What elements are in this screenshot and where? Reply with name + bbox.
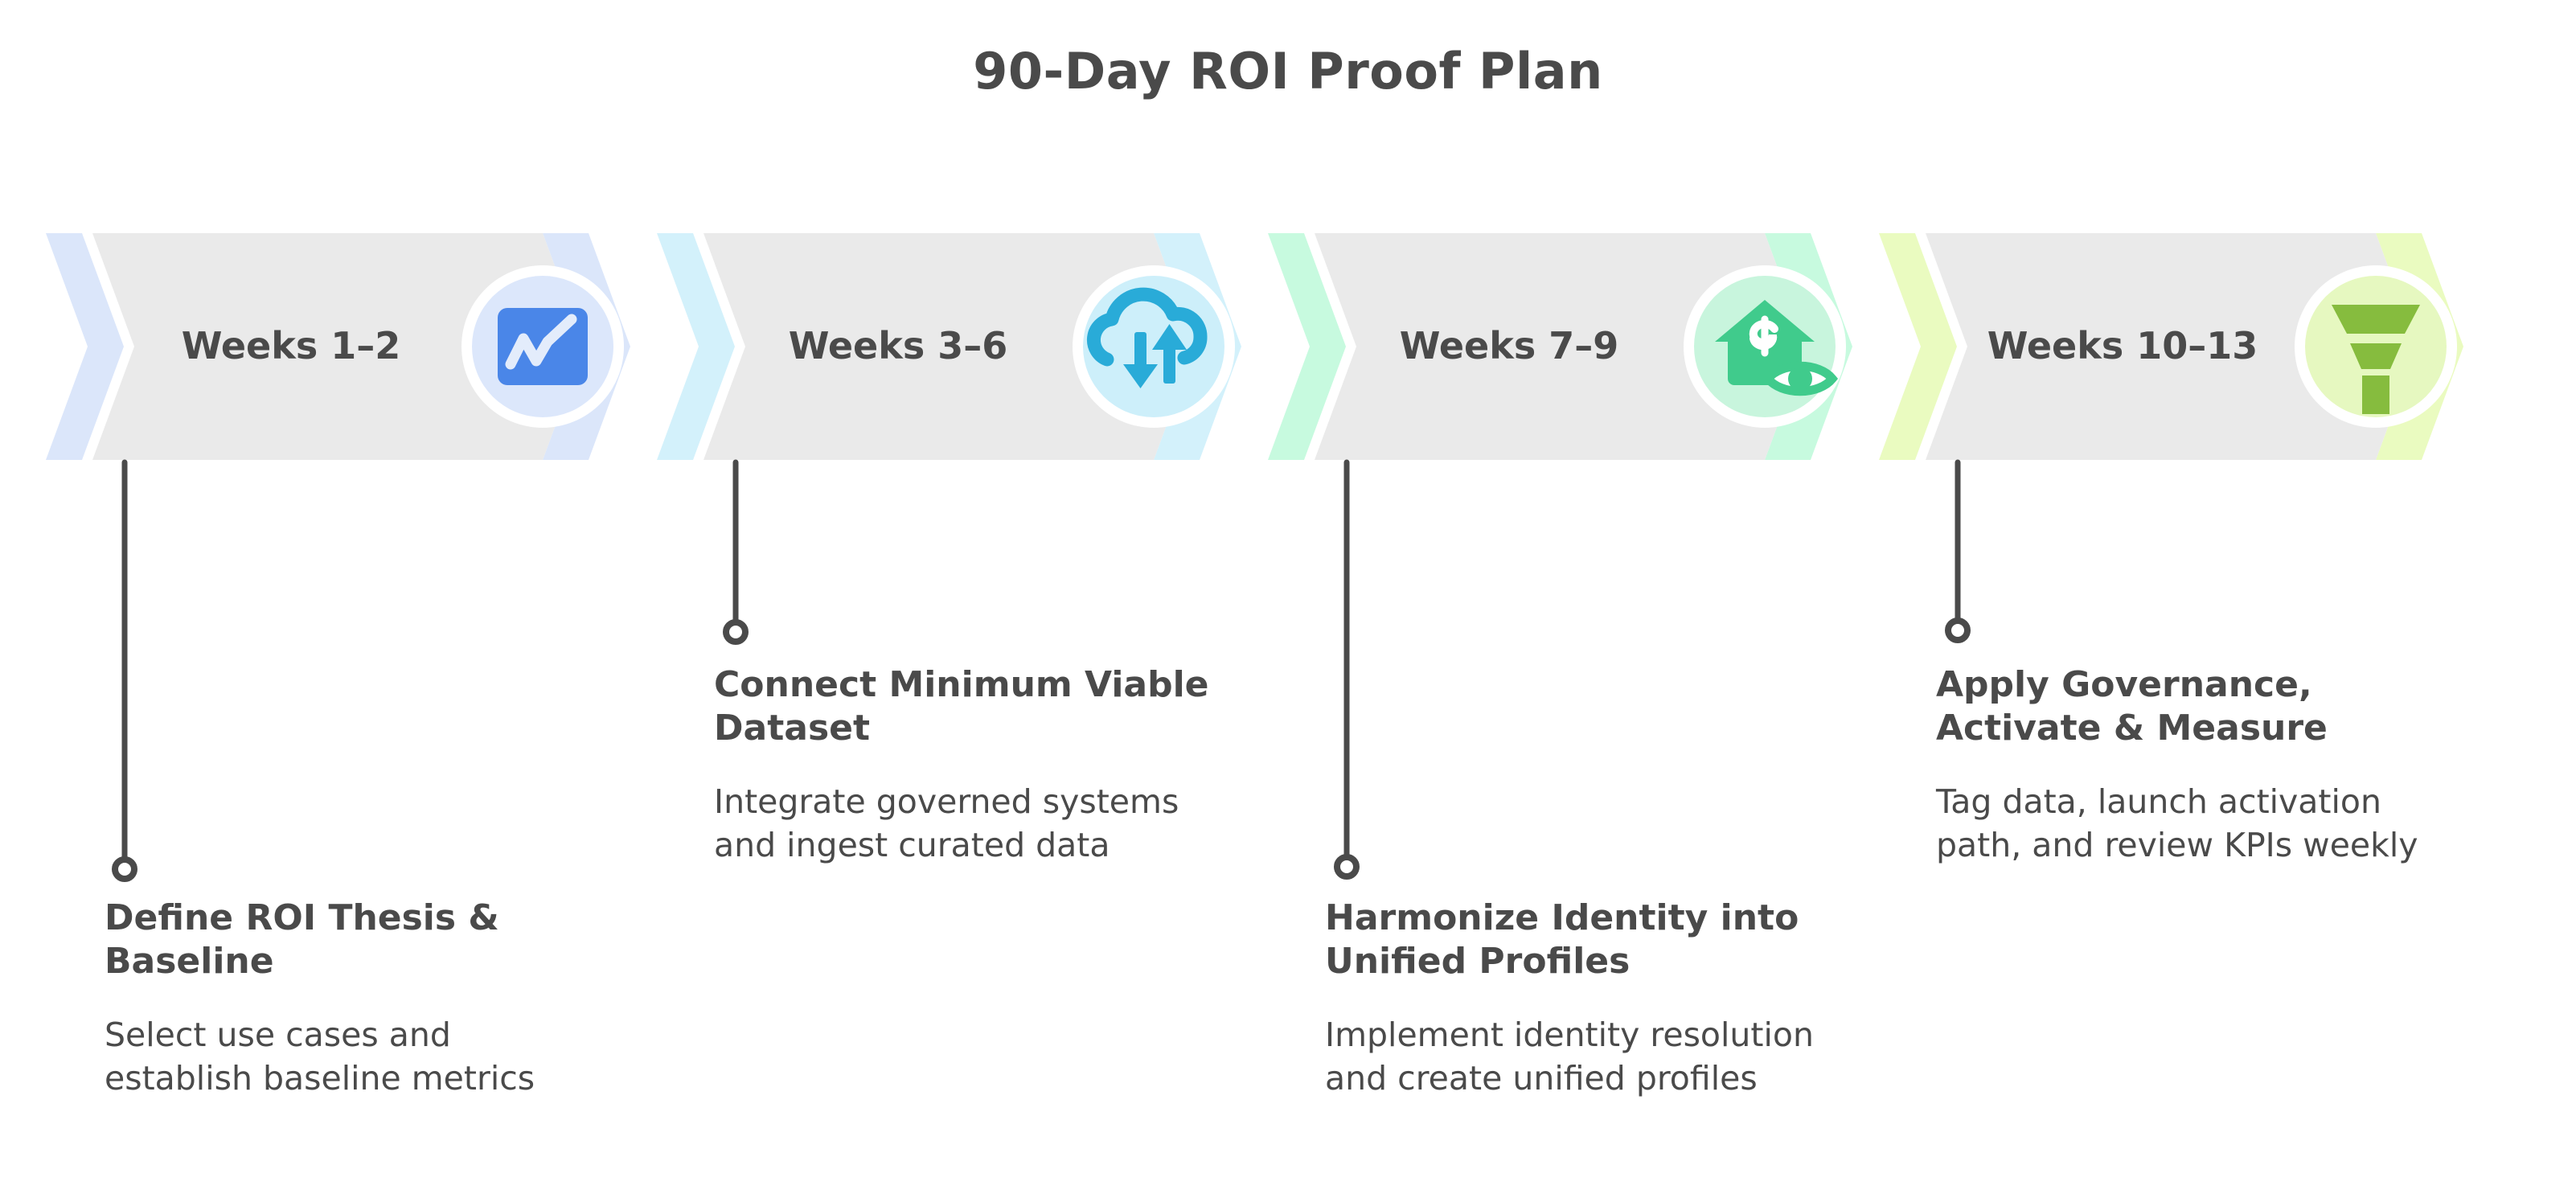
stage-description-3: Tag data, launch activation path, and re… bbox=[1936, 782, 2418, 864]
icon-ring-1 bbox=[1073, 265, 1235, 428]
stage-description-1: Integrate governed systems and ingest cu… bbox=[714, 782, 1179, 864]
icon-ring-0 bbox=[461, 265, 624, 428]
stage-heading-0: Define ROI Thesis & Baseline bbox=[105, 897, 499, 983]
funnel-icon bbox=[2332, 305, 2420, 414]
connector-dot-1 bbox=[723, 619, 749, 645]
stage-heading-2: Harmonize Identity into Unified Profiles bbox=[1325, 897, 1799, 983]
stage-period-0: Weeks 1–2 bbox=[181, 324, 401, 367]
stage-period-1: Weeks 3–6 bbox=[788, 324, 1008, 367]
stage-period-3: Weeks 10–13 bbox=[1987, 324, 2258, 367]
page-title: 90-Day ROI Proof Plan bbox=[973, 42, 1603, 101]
icon-circle-0 bbox=[472, 276, 613, 417]
stage-description-2: Implement identity resolution and create… bbox=[1325, 1016, 1814, 1098]
icon-ring-3 bbox=[2295, 265, 2457, 428]
icon-circle-1 bbox=[1083, 276, 1224, 417]
house-dollar-eye-icon bbox=[1715, 300, 1839, 396]
connector-dot-2 bbox=[1334, 854, 1360, 880]
cloud-sync-icon bbox=[1086, 287, 1208, 388]
connector-dot-3 bbox=[1945, 618, 1971, 643]
line-chart-icon bbox=[498, 308, 588, 385]
stage-detail-3: Apply Governance, Activate & Measure Tag… bbox=[1936, 663, 2434, 867]
connector-dot-0 bbox=[112, 856, 137, 882]
stage-detail-1: Connect Minimum Viable Dataset Integrate… bbox=[714, 663, 1229, 867]
icon-circle-3 bbox=[2305, 276, 2447, 417]
stage-description-0: Select use cases and establish baseline … bbox=[105, 1016, 535, 1098]
stage-heading-3: Apply Governance, Activate & Measure bbox=[1936, 664, 2328, 749]
stage-detail-0: Define ROI Thesis & Baseline Select use … bbox=[105, 897, 587, 1100]
icon-circle-2 bbox=[1694, 276, 1836, 417]
icon-ring-2 bbox=[1684, 265, 1846, 428]
stage-period-2: Weeks 7–9 bbox=[1399, 324, 1619, 367]
stage-detail-2: Harmonize Identity into Unified Profiles… bbox=[1325, 897, 1848, 1100]
stage-heading-1: Connect Minimum Viable Dataset bbox=[714, 664, 1209, 749]
